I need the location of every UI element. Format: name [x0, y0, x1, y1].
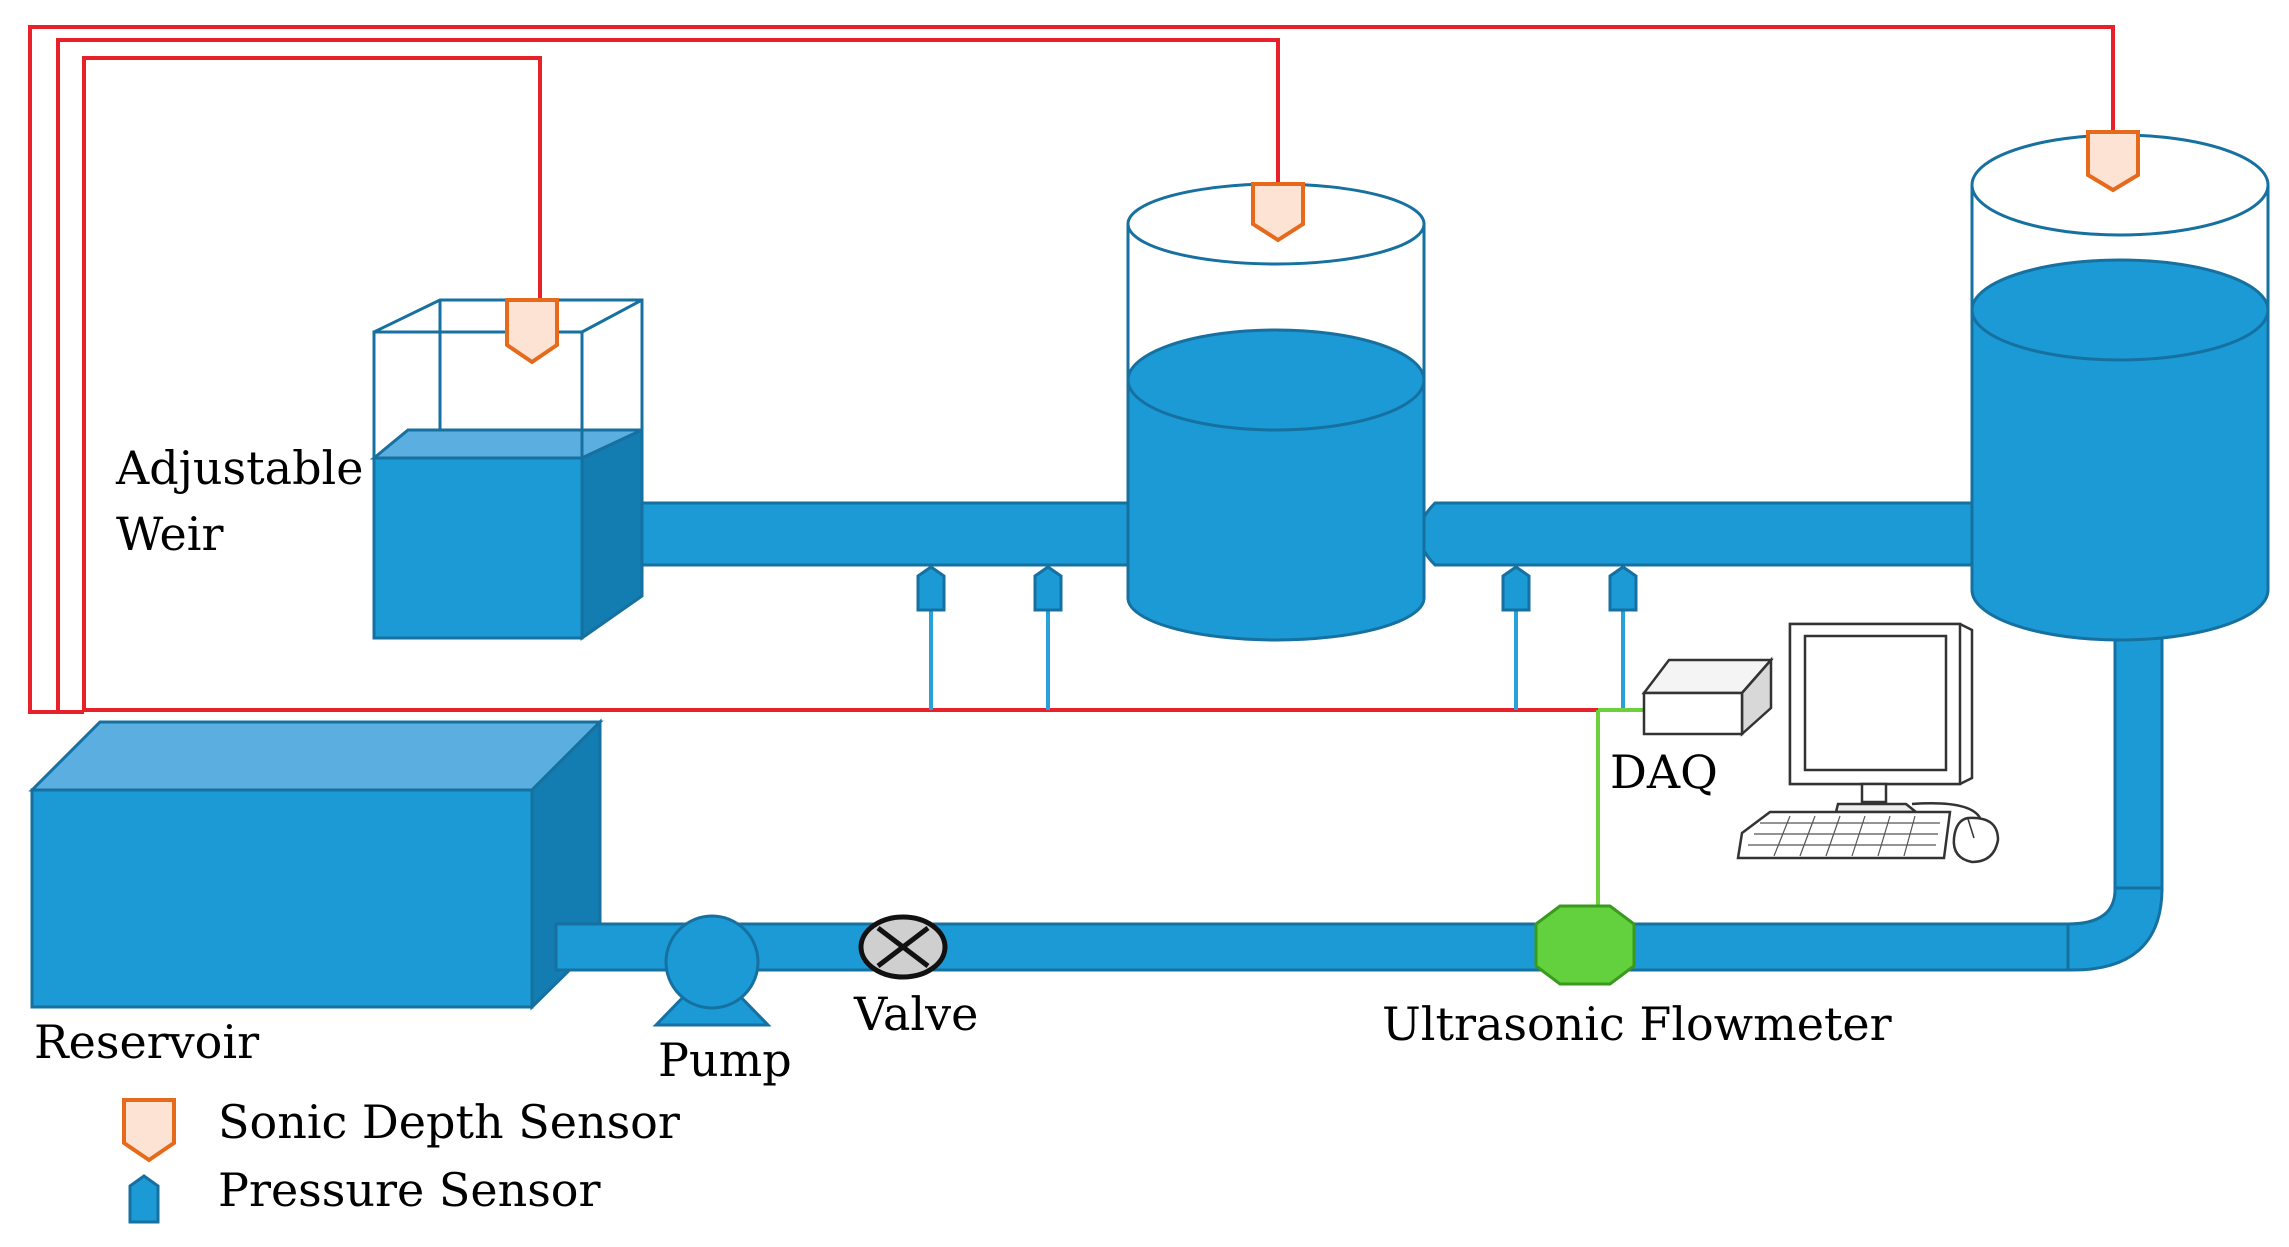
sonic-depth-sensor-icon [2086, 130, 2140, 193]
valve-icon [858, 914, 948, 980]
sonic-depth-sensor-icon [505, 298, 559, 365]
sonic-depth-sensor-icon [1251, 182, 1305, 243]
keyboard-keys [1748, 815, 1940, 857]
pipe-tank1-to-tank2 [1418, 501, 1982, 567]
computer-icon [1736, 622, 2000, 864]
pressure-sensor-icon [1501, 565, 1531, 612]
valve-label: Valve [853, 987, 978, 1041]
ultrasonic-flowmeter-icon [1534, 904, 1636, 986]
adjustable-weir [369, 298, 644, 641]
sonic-depth-sensors [505, 130, 2140, 365]
reservoir [28, 718, 604, 1011]
weir-label: Weir [116, 507, 223, 561]
pressure-sensors [916, 565, 1638, 612]
daq-label: DAQ [1610, 745, 1718, 799]
mouse-icon [1952, 816, 2000, 864]
tank-middle [1126, 182, 1426, 642]
pressure-sensor-leads [929, 608, 1625, 710]
pressure-sensor-icon [916, 565, 946, 612]
signal-wire-weir [82, 56, 1610, 712]
pressure-sensor-icon [1033, 565, 1063, 612]
pump-label: Pump [658, 1033, 792, 1087]
reservoir-label: Reservoir [34, 1015, 259, 1069]
return-pipe [554, 628, 2164, 972]
legend: Sonic Depth Sensor Pressure Sensor [122, 1095, 680, 1224]
signal-wire-tank1 [56, 38, 1280, 712]
pump [652, 914, 772, 1027]
pipe-weir-to-tank1 [603, 501, 1137, 567]
tank-right [1970, 133, 2270, 642]
upper-pipes [603, 501, 1982, 567]
daq-box [1641, 656, 1774, 737]
adjustable-weir-label: Adjustable [115, 441, 363, 495]
signal-wires [28, 25, 2115, 714]
flowmeter-label: Ultrasonic Flowmeter [1382, 997, 1892, 1051]
pressure-sensor-icon [128, 1174, 160, 1224]
legend-pressure-sensor-label: Pressure Sensor [218, 1163, 601, 1217]
sonic-depth-sensor-icon [122, 1098, 176, 1163]
signal-wire-tank2 [28, 25, 2115, 714]
pressure-sensor-icon [1608, 565, 1638, 612]
legend-sonic-depth-sensor-label: Sonic Depth Sensor [218, 1095, 680, 1149]
